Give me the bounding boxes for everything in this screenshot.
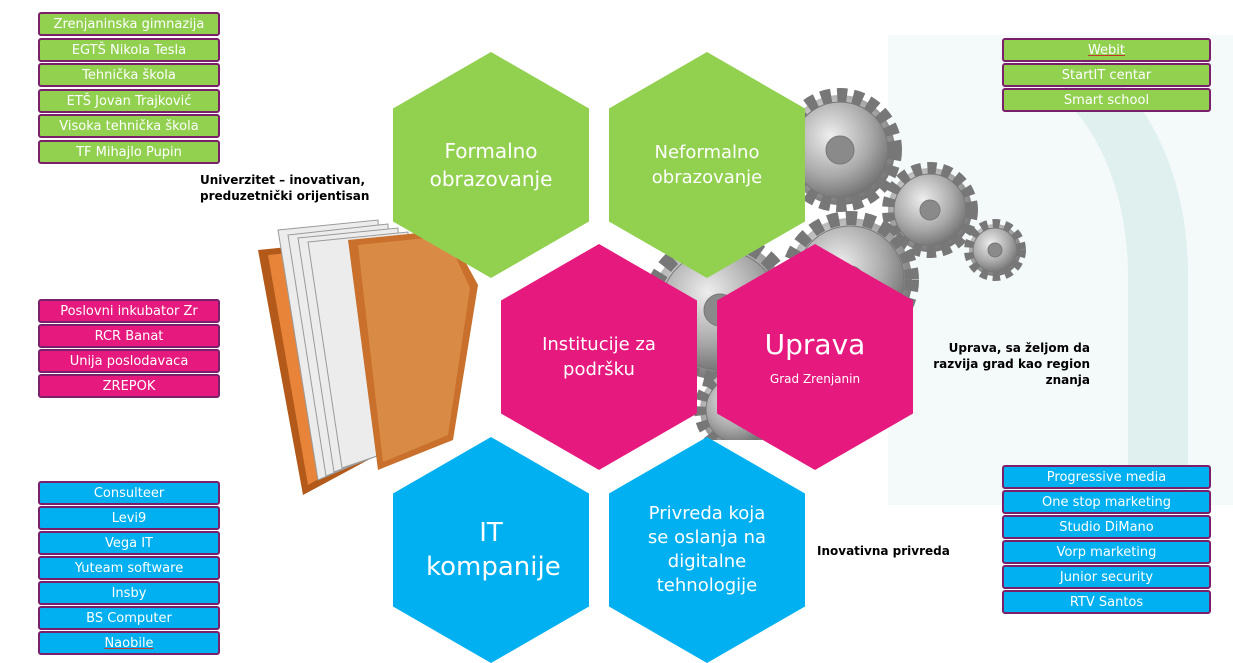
economy-item: Progressive media <box>1002 465 1211 489</box>
hex-uprava-subtitle: Grad Zrenjanin <box>769 372 861 386</box>
hex-institucije-za-podrsku: Institucije za podršku <box>501 244 697 470</box>
list-item-label: StartIT centar <box>1061 68 1152 83</box>
note-univerzitet: Univerzitet – inovativan, preduzetnički … <box>200 173 370 203</box>
it-item: Levi9 <box>38 506 220 530</box>
list-item-label: BS Computer <box>86 611 172 626</box>
support-item: ZREPOK <box>38 374 220 398</box>
economy-item: One stop marketing <box>1002 490 1211 514</box>
it-item: Insby <box>38 581 220 605</box>
economy-item: RTV Santos <box>1002 590 1211 614</box>
list-item-label: Vega IT <box>104 536 153 551</box>
list-item-label: Studio DiMano <box>1059 520 1154 535</box>
list-item-label: Webit <box>1087 43 1126 58</box>
hex-neformalno-obrazovanje: Neformalno obrazovanje <box>609 52 805 278</box>
list-item-label: Zrenjaninska gimnazija <box>53 17 205 32</box>
economy-item: Vorp marketing <box>1002 540 1211 564</box>
it-item: Consulteer <box>38 481 220 505</box>
hex-institucije-label: Institucije za podršku <box>542 334 656 380</box>
list-item-label: ZREPOK <box>102 379 156 394</box>
hex-it-label: IT kompanije <box>426 518 561 582</box>
list-item-label: Smart school <box>1063 93 1150 108</box>
nonformal-item: Webit <box>1002 38 1211 62</box>
formal-item: EGTŠ Nikola Tesla <box>38 37 220 62</box>
support-item: Unija poslodavaca <box>38 349 220 373</box>
list-item-label: Consulteer <box>93 486 165 501</box>
hex-uprava-title: Uprava <box>764 328 866 361</box>
it-item: Vega IT <box>38 531 220 555</box>
nonformal-item: Smart school <box>1002 88 1211 112</box>
list-item-label: Vorp marketing <box>1056 545 1157 560</box>
list-item-label: TF Mihajlo Pupin <box>76 144 182 160</box>
it-item: Yuteam software <box>38 556 220 580</box>
list-item-label: Levi9 <box>111 511 147 526</box>
economy-item: Junior security <box>1002 565 1211 589</box>
formal-item: TF Mihajlo Pupin <box>38 139 220 164</box>
hex-privreda: Privreda koja se oslanja na digitalne te… <box>609 437 805 663</box>
list-item-label: Progressive media <box>1046 470 1167 485</box>
support-item: Poslovni inkubator Zr <box>38 299 220 323</box>
list-item-label: Yuteam software <box>74 561 184 576</box>
list-item-label: One stop marketing <box>1041 495 1172 510</box>
folder-illustration <box>258 219 478 495</box>
list-item-label: Tehnička škola <box>82 68 176 83</box>
list-item-label: ETŠ Jovan Trajković <box>66 93 192 109</box>
list-item-label: RTV Santos <box>1069 595 1144 610</box>
list-item-label: RCR Banat <box>94 329 164 344</box>
hex-privreda-label: Privreda koja se oslanja na digitalne te… <box>647 503 767 596</box>
list-item-label: Junior security <box>1059 570 1154 585</box>
it-item: Naobile <box>38 631 220 655</box>
list-item-label: Naobile <box>104 636 154 651</box>
formal-item: Tehnička škola <box>38 63 220 87</box>
it-item: BS Computer <box>38 606 220 630</box>
formal-item: Zrenjaninska gimnazija <box>38 12 220 36</box>
formal-item: ETŠ Jovan Trajković <box>38 88 220 113</box>
nonformal-item: StartIT centar <box>1002 63 1211 87</box>
list-item-label: Poslovni inkubator Zr <box>60 304 198 319</box>
list-item-label: EGTŠ Nikola Tesla <box>71 42 187 58</box>
list-item-label: Visoka tehnička škola <box>59 119 199 134</box>
hex-uprava: Uprava Grad Zrenjanin <box>717 244 913 470</box>
note-inovativna-privreda: Inovativna privreda <box>817 544 950 558</box>
list-item-label: Insby <box>111 586 147 601</box>
hex-formalno-label: Formalno obrazovanje <box>429 139 553 191</box>
note-uprava: Uprava, sa željom da razvija grad kao re… <box>933 341 1090 387</box>
economy-item: Studio DiMano <box>1002 515 1211 539</box>
background-shape <box>888 35 1233 505</box>
formal-item: Visoka tehnička škola <box>38 114 220 138</box>
list-item-label: Unija poslodavaca <box>69 354 189 369</box>
support-item: RCR Banat <box>38 324 220 348</box>
hex-neformalno-label: Neformalno obrazovanje <box>651 142 763 188</box>
